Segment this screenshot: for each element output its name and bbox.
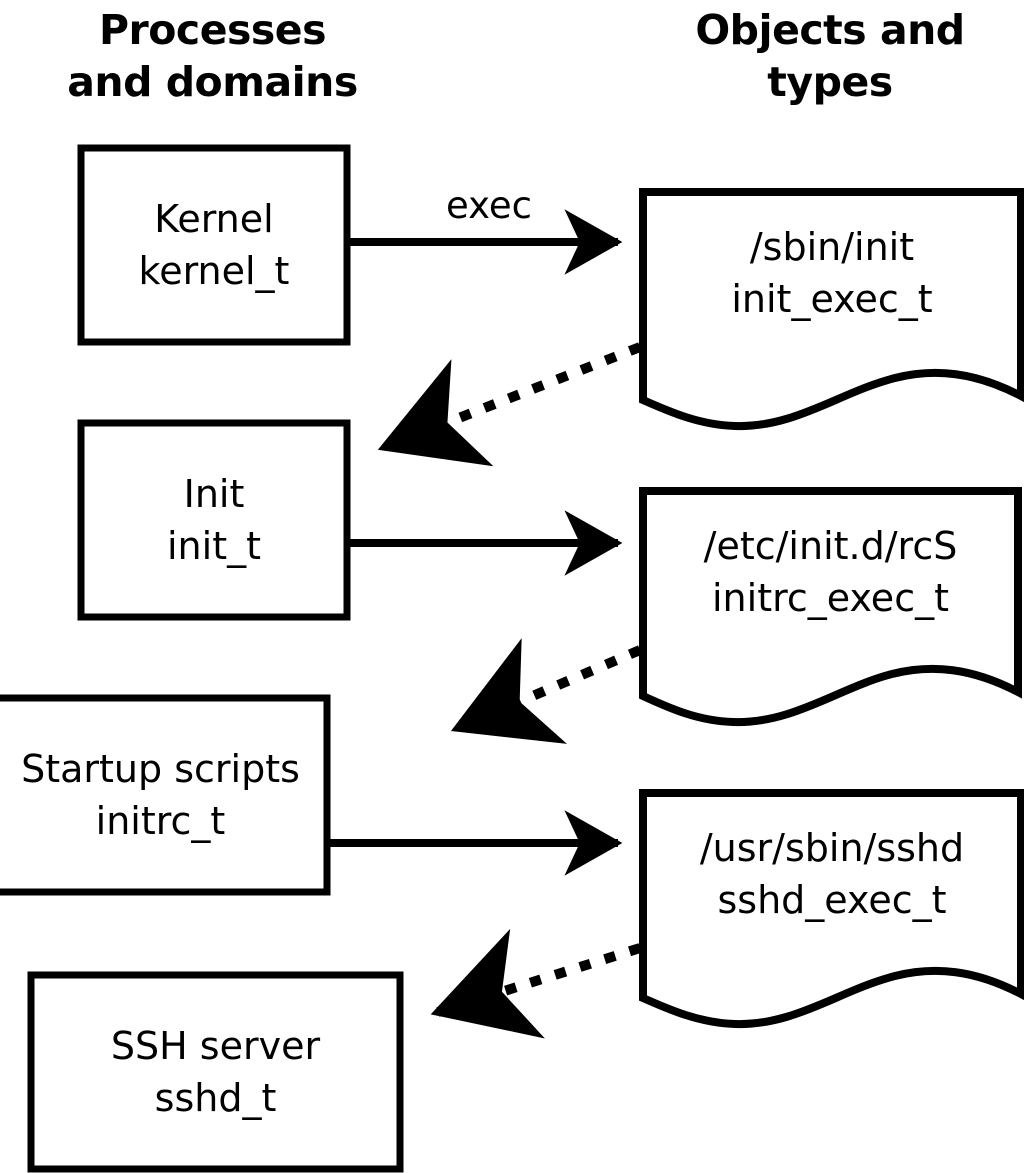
node-shape-sshd-exec[interactable]: [639, 789, 1024, 1029]
edge-label-exec: exec: [446, 184, 532, 227]
column-header-objects-and-types: Objects and types: [695, 6, 965, 106]
edge-initrc-exec-to-startup-scripts[interactable]: [450, 638, 642, 744]
node-shape-initrc-exec[interactable]: [639, 487, 1022, 727]
edge-sshd-exec-to-ssh-server[interactable]: [430, 928, 642, 1039]
node-shape-startup-scripts[interactable]: [0, 694, 331, 896]
node-shape-ssh-server[interactable]: [27, 971, 404, 1173]
column-header-processes-and-domains: Processes and domains: [67, 6, 358, 106]
node-shape-init-exec[interactable]: [639, 188, 1024, 431]
node-shape-kernel[interactable]: [77, 144, 351, 346]
edge-init-exec-to-init[interactable]: [377, 342, 642, 467]
node-shape-init[interactable]: [77, 419, 351, 621]
